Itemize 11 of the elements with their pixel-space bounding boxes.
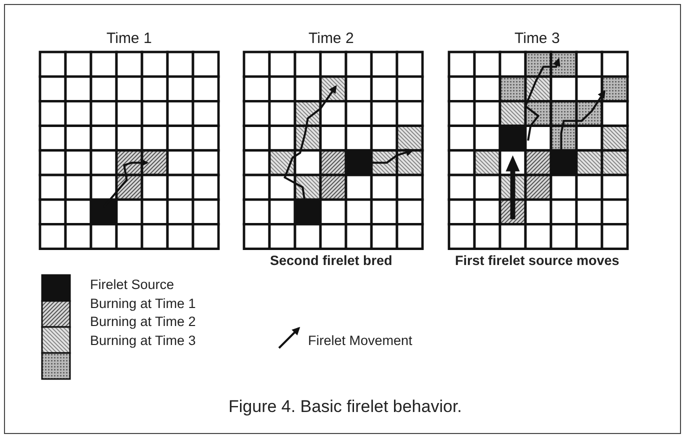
panel-title: Time 3 xyxy=(514,30,560,47)
legend-label: Firelet Movement xyxy=(308,333,412,348)
legend-label: Firelet Source xyxy=(90,277,174,292)
panel-title: Time 1 xyxy=(106,30,152,47)
panel-title: Time 2 xyxy=(308,30,354,47)
legend-label: Burning at Time 3 xyxy=(90,332,196,348)
legend-label: Burning at Time 1 xyxy=(90,296,196,310)
panel-caption: First firelet source moves xyxy=(455,253,620,268)
panel-caption: Second firelet bred xyxy=(270,253,392,268)
figure-caption: Figure 4. Basic firelet behavior. xyxy=(228,397,462,417)
legend-label: Burning at Time 2 xyxy=(90,314,196,329)
